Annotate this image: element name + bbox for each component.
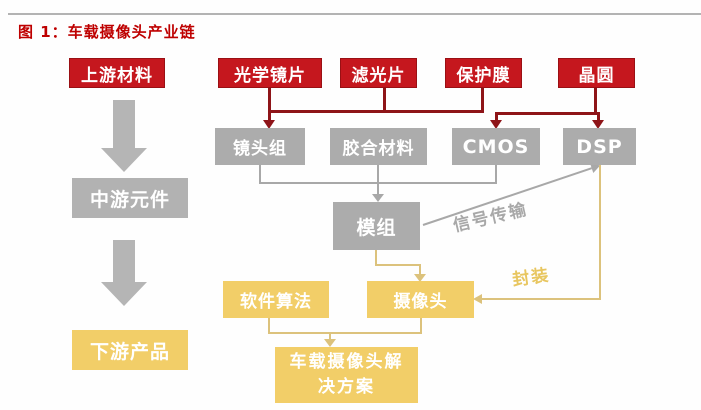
box-downstream-products: 下游产品 — [72, 330, 188, 370]
arrowhead-to-cmos — [490, 120, 502, 129]
arrowhead-to-camera-top — [414, 274, 426, 282]
arrowhead-to-lens-group — [263, 120, 275, 129]
box-camera-solution: 车载摄像头解 决方案 — [275, 347, 418, 403]
connector-products-bus — [268, 332, 422, 334]
box-module: 模组 — [333, 202, 420, 250]
connector-filter-drop — [383, 88, 386, 113]
connector-film-drop — [481, 88, 484, 113]
connector-optical-lens-drop — [268, 88, 271, 122]
connector-lens-group-drop — [259, 165, 261, 184]
box-dsp: DSP — [563, 128, 636, 165]
connector-software-drop — [268, 318, 270, 334]
box-filter: 滤光片 — [340, 58, 417, 88]
box-midstream-components: 中游元件 — [72, 178, 188, 218]
connector-camera-stem — [419, 264, 421, 275]
stage-arrow-2-stem — [113, 240, 135, 282]
connector-cmos-stem — [495, 112, 498, 121]
connector-camera-drop — [420, 318, 422, 334]
connector-module-stem — [377, 182, 379, 195]
connector-dsp-down — [599, 165, 601, 300]
solution-line-2: 决方案 — [318, 377, 375, 397]
stage-arrow-2-head — [101, 282, 147, 306]
box-adhesive-material: 胶合材料 — [330, 128, 427, 165]
box-wafer: 晶圆 — [558, 58, 635, 88]
connector-solution-stem — [329, 332, 331, 341]
box-upstream-materials: 上游材料 — [69, 58, 165, 88]
connector-module-right — [375, 264, 421, 266]
box-lens-group: 镜头组 — [215, 128, 305, 165]
stage-arrow-1-head — [101, 148, 147, 172]
connector-packaging-horizontal — [482, 298, 601, 300]
box-software-algorithm: 软件算法 — [223, 281, 329, 318]
box-cmos: CMOS — [452, 128, 540, 165]
connector-optics-bus — [268, 110, 484, 113]
arrowhead-to-module — [372, 194, 384, 202]
box-camera: 摄像头 — [367, 281, 474, 318]
connector-wafer-bus — [495, 112, 600, 115]
arrowhead-to-solution — [324, 339, 336, 347]
box-protective-film: 保护膜 — [445, 58, 522, 88]
arrowhead-to-dsp — [592, 120, 604, 129]
arrowhead-to-camera-right — [473, 294, 482, 304]
connector-adhesive-drop — [377, 165, 379, 184]
solution-line-1: 车载摄像头解 — [289, 352, 404, 373]
stage-arrow-1-stem — [113, 100, 135, 148]
box-optical-lens: 光学镜片 — [218, 58, 322, 88]
label-packaging: 封装 — [511, 265, 552, 291]
connector-wafer-drop — [594, 88, 597, 115]
connector-module-down — [375, 250, 377, 266]
connector-dsp-stem — [597, 112, 600, 121]
top-divider-rule — [8, 13, 701, 15]
figure-title: 图 1：车载摄像头产业链 — [18, 23, 196, 41]
connector-cmos-drop — [495, 165, 497, 184]
